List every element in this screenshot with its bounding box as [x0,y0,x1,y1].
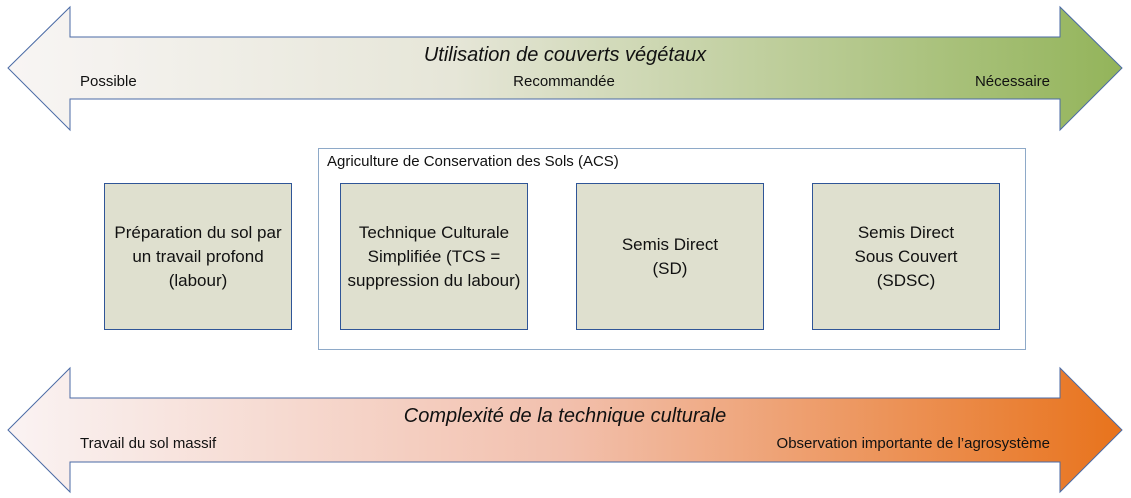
top-arrow-left-label: Possible [80,73,137,90]
acs-group-label: Agriculture de Conservation des Sols (AC… [327,153,619,170]
top-arrow-right-label: Nécessaire [974,73,1050,90]
box-tcs: Technique Culturale Simplifiée (TCS = su… [340,183,528,330]
top-arrow-middle-label: Recommandée [513,73,615,90]
top-arrow-title: Utilisation de couverts végétaux [423,44,707,66]
box-sd: Semis Direct (SD) [576,183,764,330]
bottom-arrow-title: Complexité de la technique culturale [403,405,727,427]
acs-group-frame [318,148,1026,350]
bottom-arrow-left-label: Travail du sol massif [80,435,217,452]
bottom-double-arrow [7,366,1123,494]
box-sdsc: Semis Direct Sous Couvert (SDSC) [812,183,1000,330]
top-double-arrow [7,5,1123,132]
box-labour: Préparation du sol par un travail profon… [104,183,292,330]
bottom-arrow-right-label: Observation importante de l’agrosystème [776,435,1050,452]
